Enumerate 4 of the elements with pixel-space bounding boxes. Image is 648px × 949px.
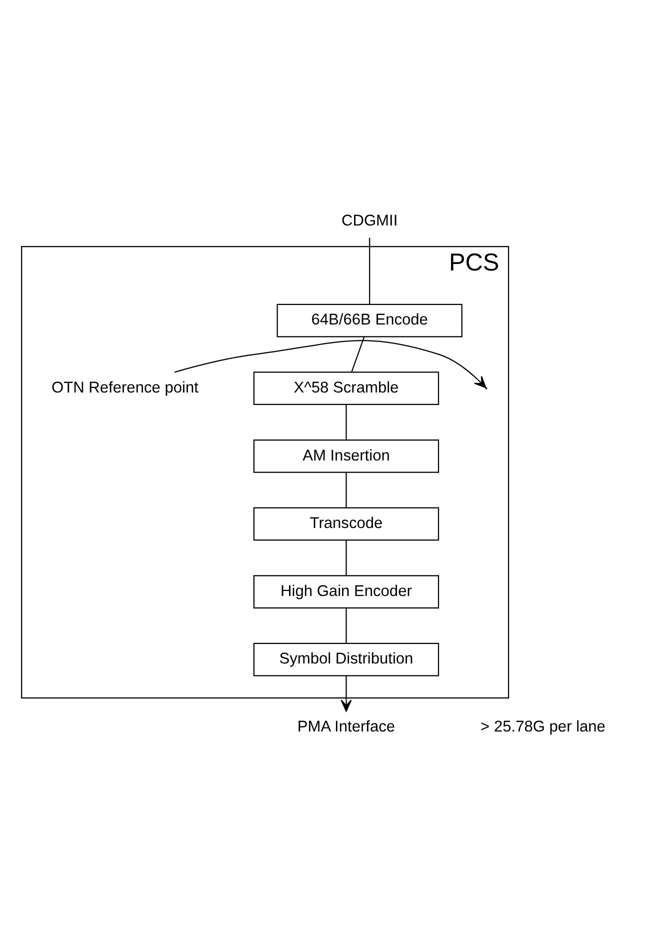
label: > 25.78G per lane (480, 718, 606, 736)
node-text: PMA Interface (297, 718, 396, 736)
node-text: OTN Reference point (52, 379, 198, 396)
node-text: CDGMII (342, 212, 398, 230)
